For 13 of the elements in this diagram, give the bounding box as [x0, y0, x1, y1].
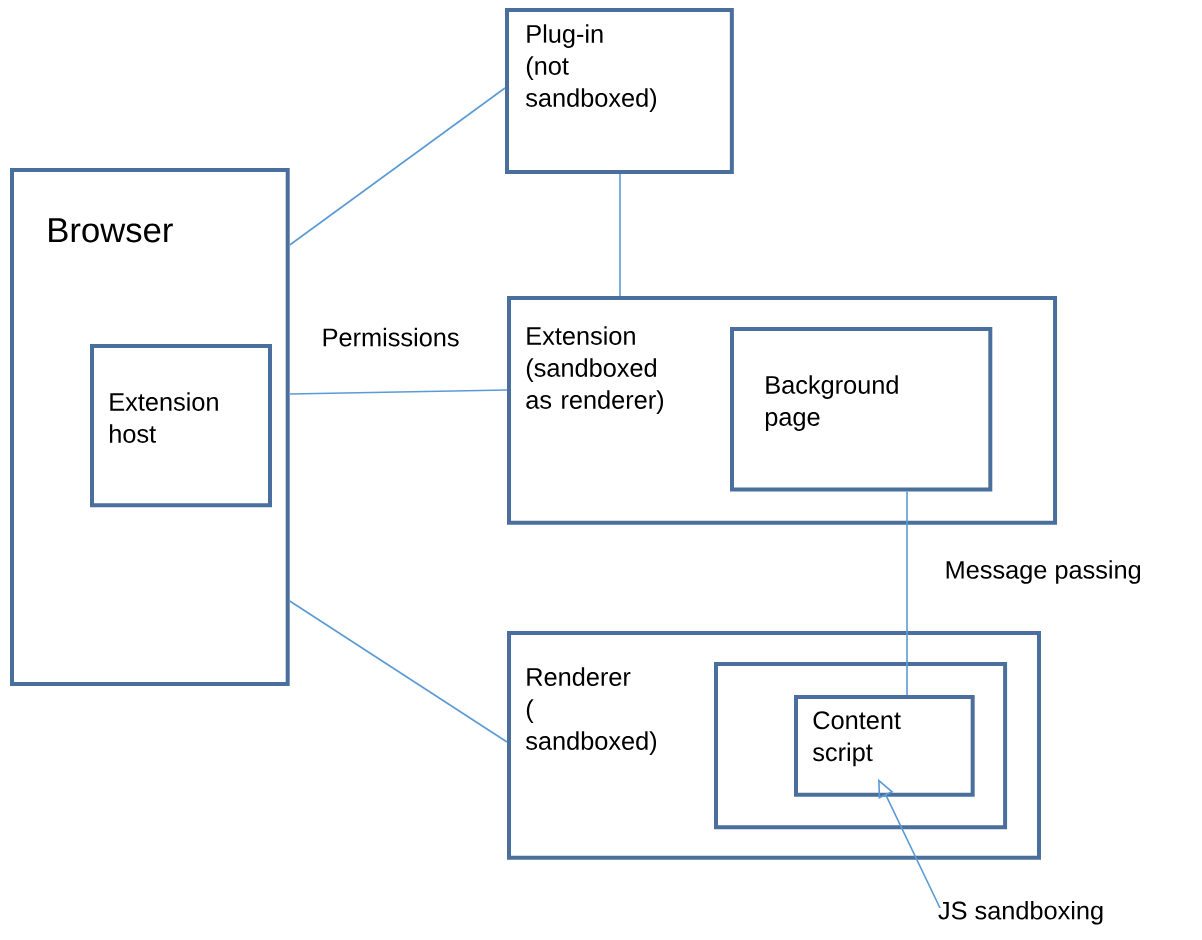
process-box: Background page [730, 327, 993, 492]
process-box: Content script [794, 695, 975, 797]
connector-line [288, 87, 506, 246]
edge-label: Permissions [320, 326, 461, 348]
process-box: Plug-in (not sandboxed) [505, 8, 734, 174]
connector-line [619, 173, 621, 297]
process-box: Extension host [90, 344, 272, 508]
text-label: JS sandboxing [938, 900, 1103, 925]
connector-line [906, 490, 908, 696]
edge-label: Message passing [943, 558, 1144, 586]
nested-box [714, 662, 1008, 830]
connector-line [288, 600, 508, 743]
connector-line [288, 389, 508, 395]
